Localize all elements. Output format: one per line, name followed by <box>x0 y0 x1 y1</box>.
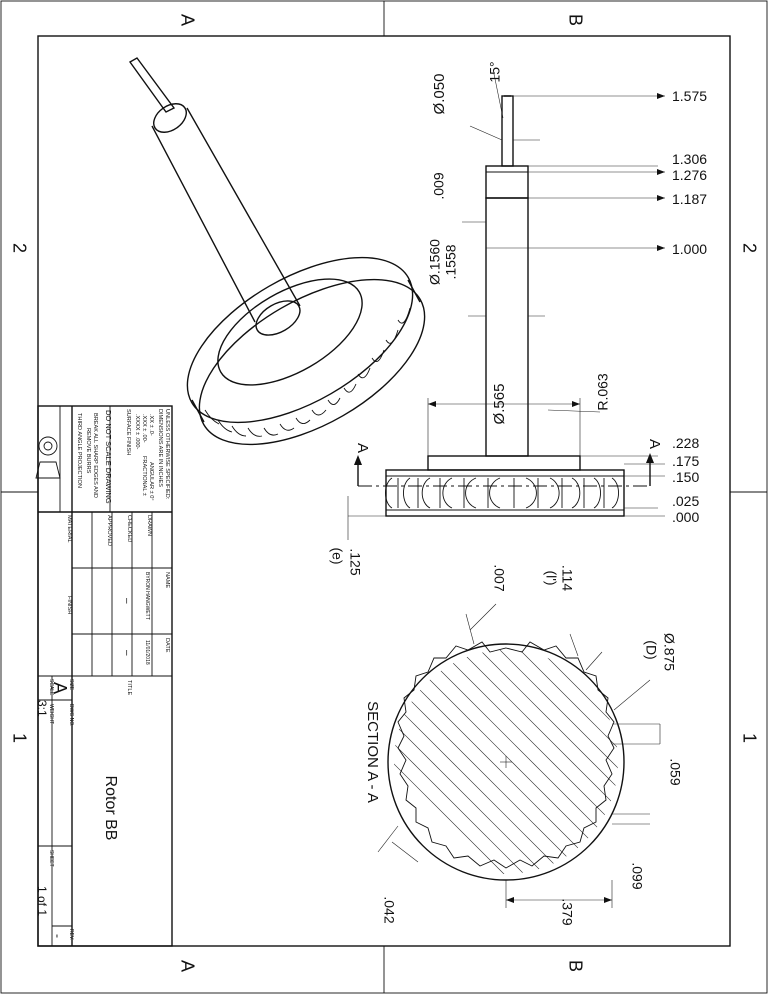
svg-text:DIMENSIONS ARE IN INCHES: DIMENSIONS ARE IN INCHES <box>157 409 163 487</box>
label-material: MATERIAL <box>66 515 72 543</box>
svg-text:UNLESS OTHERWISE SPECIFIED:: UNLESS OTHERWISE SPECIFIED: <box>164 409 170 500</box>
dim-228: .228 <box>672 435 699 451</box>
dim-125: .125 <box>347 548 363 575</box>
dim-114: .114 <box>559 565 575 591</box>
svg-text:.XX ± .0-: .XX ± .0- <box>148 414 154 436</box>
zone-number-left-upper: 2 <box>9 243 29 253</box>
label-weight: WEIGHT <box>48 704 54 724</box>
dim-009: .009 <box>431 172 447 199</box>
label-drawn: DRAWN <box>146 515 152 536</box>
zone-number-right-lower: 1 <box>739 733 759 743</box>
svg-text:.XXXX ± .000-: .XXXX ± .000- <box>134 414 140 450</box>
zone-number-left-lower: 1 <box>9 733 29 743</box>
title-notes: UNLESS OTHERWISE SPECIFIED: DIMENSIONS A… <box>125 409 170 501</box>
zone-number-right-upper: 2 <box>739 243 759 253</box>
drawn-date: 11/01/2018 <box>144 640 150 665</box>
dim-shaft-diameter: Ø.1560 <box>427 239 443 285</box>
dim-shaft-diameter-lower: .1558 <box>443 244 459 279</box>
dim-025: .025 <box>672 493 699 509</box>
dim-hub-diameter: Ø.565 <box>491 384 508 425</box>
dim-1306: 1.306 <box>672 151 707 167</box>
label-approved: APPROVED <box>106 515 112 546</box>
dim-pin-diameter: Ø.050 <box>431 74 448 115</box>
dim-l-prime: (l') <box>543 570 559 585</box>
hdr-name: NAME <box>164 572 170 588</box>
label-checked: CHECKED <box>126 515 132 542</box>
label-size: SIZE <box>68 679 74 691</box>
sheet-number: 1 of 1 <box>35 886 49 916</box>
dim-150: .150 <box>672 469 699 485</box>
dim-1187: 1.187 <box>672 191 707 207</box>
label-rev: REV. <box>68 929 74 940</box>
zone-letter-bottom-right: B <box>565 960 585 972</box>
zone-letter-bottom-left: A <box>177 960 197 972</box>
label-dwg-no: DWG NO. <box>68 704 74 727</box>
remove-burrs-note: REMOVE BURRS <box>85 428 91 474</box>
dim-175: .175 <box>672 453 699 469</box>
label-sheet: SHEET <box>48 850 54 867</box>
svg-text:FRACTIONAL ±: FRACTIONAL ± <box>141 456 147 496</box>
revision: - <box>51 934 65 938</box>
checked-dash: – <box>121 598 132 604</box>
hdr-date: DATE <box>164 638 170 653</box>
dim-379: .379 <box>559 898 575 925</box>
section-view-title: SECTION A - A <box>364 701 381 803</box>
dim-059: .059 <box>667 758 683 785</box>
isometric-view <box>128 57 426 446</box>
drawing-title: Rotor BB <box>102 776 119 841</box>
section-marker-left: A <box>354 443 371 453</box>
sheet-size: A <box>50 682 70 694</box>
label-finish: FINISH <box>66 596 72 614</box>
svg-text:SURFACE FINISH: SURFACE FINISH <box>125 409 131 455</box>
projection-note: THIRD ANGLE PROJECTION <box>76 413 82 488</box>
side-view <box>347 73 665 540</box>
dim-outer-diameter: Ø.875 <box>661 633 677 671</box>
dim-042: .042 <box>381 896 397 923</box>
dim-d-label: (D) <box>643 640 659 659</box>
dim-e-label: (e) <box>329 547 345 564</box>
dim-1000: 1.000 <box>672 241 707 257</box>
section-marker-right: A <box>646 439 663 449</box>
label-scale: SCALE <box>48 679 54 696</box>
dim-000: .000 <box>672 509 699 525</box>
approved-dash: – <box>121 650 132 656</box>
zone-letter-top-right: B <box>565 14 585 26</box>
dim-099: .099 <box>629 862 645 889</box>
drawn-by-name: BYRON HANGWETT <box>144 572 150 620</box>
dim-angle: 15° <box>487 61 503 82</box>
zone-letter-top-left: A <box>177 14 197 26</box>
section-view <box>377 603 661 908</box>
dim-007: .007 <box>491 564 507 591</box>
break-edges-note: BREAK ALL SHARP EDGES AND <box>92 413 98 498</box>
dim-radius: R.063 <box>595 373 611 411</box>
svg-text:.XXX ± .00-: .XXX ± .00- <box>141 414 147 443</box>
drawing-scale: 3:1 <box>35 700 49 717</box>
svg-text:ANGULAR ± 0°: ANGULAR ± 0° <box>148 462 154 501</box>
dim-1276: 1.276 <box>672 167 707 183</box>
dim-1575: 1.575 <box>672 88 707 104</box>
label-title: TITLE <box>126 680 132 695</box>
do-not-scale: DO NOT SCALE DRAWING <box>104 410 113 504</box>
title-block <box>35 405 173 947</box>
